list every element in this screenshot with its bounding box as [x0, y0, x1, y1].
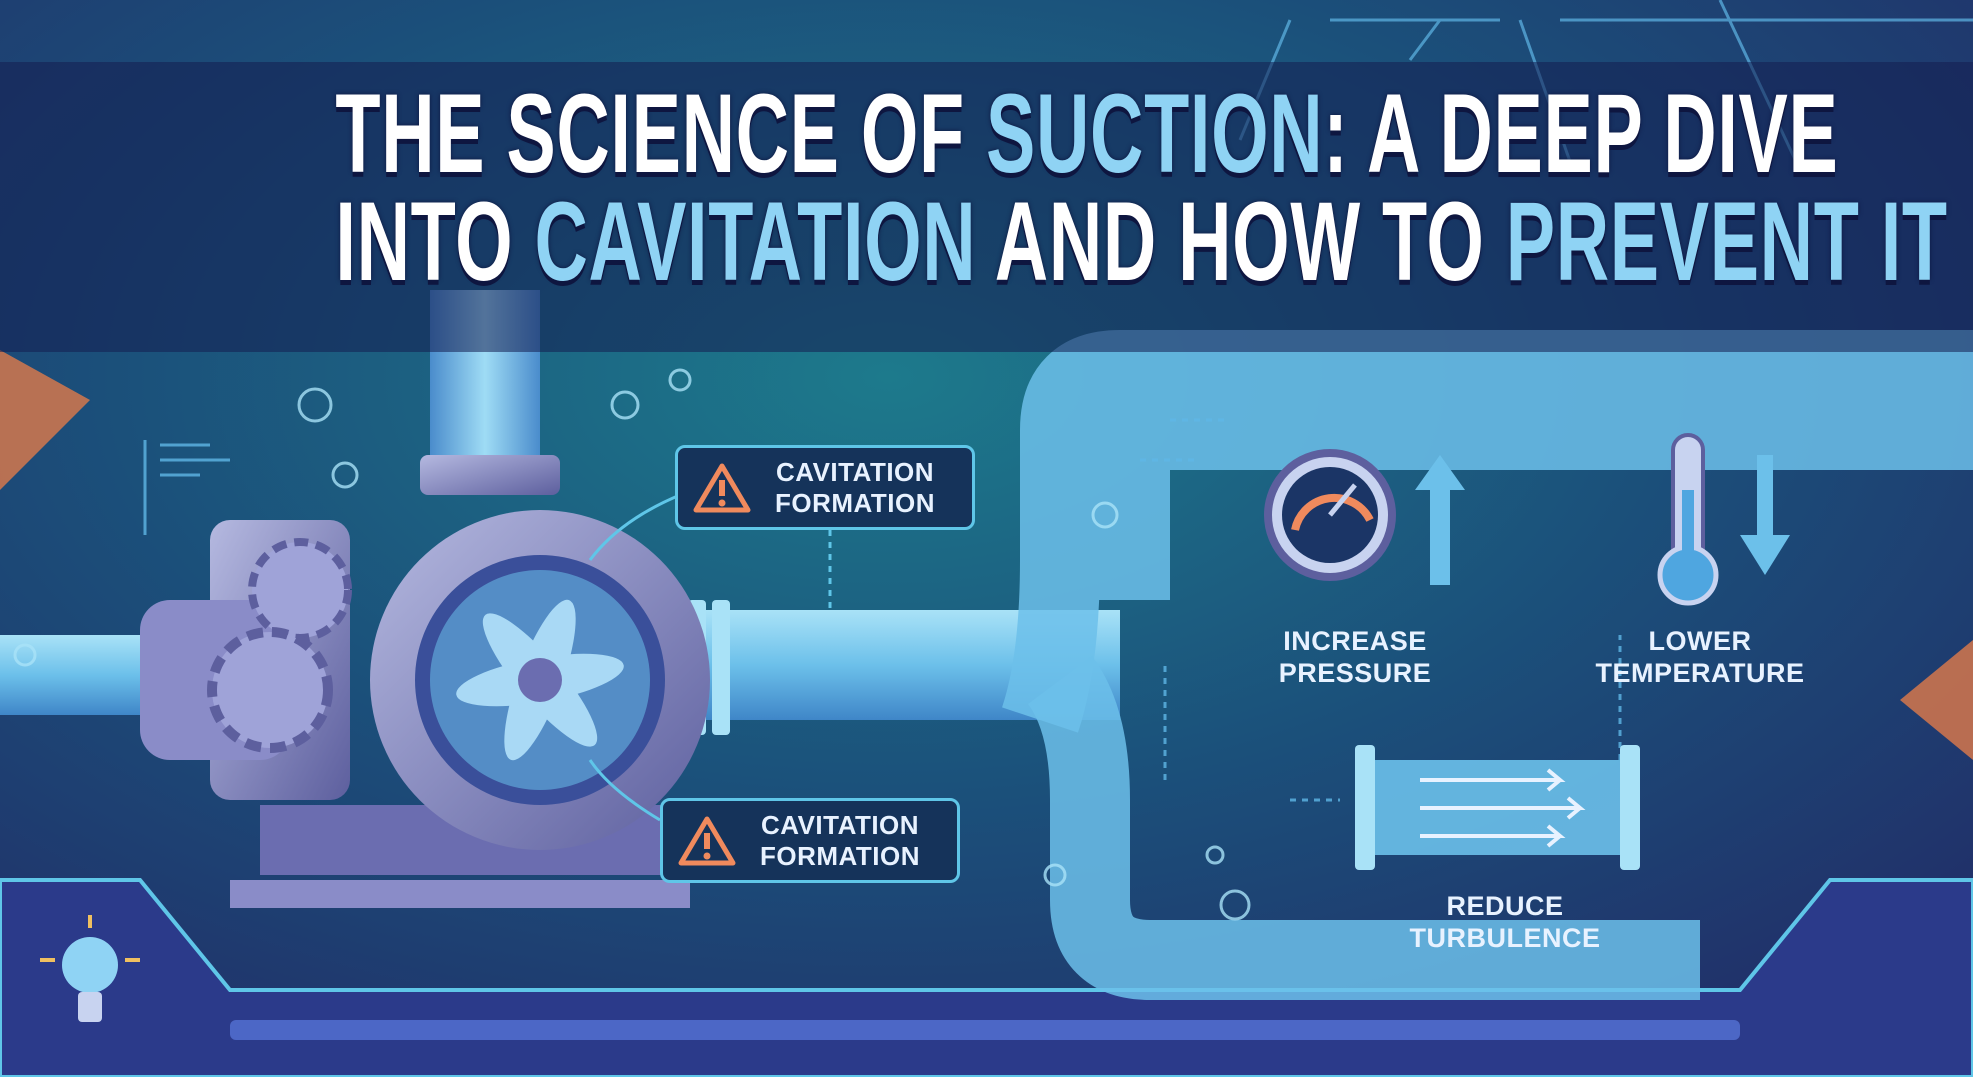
bubbles	[13, 368, 1251, 921]
pump-icon	[140, 455, 710, 908]
title-highlight-suction: SUCTION	[986, 71, 1324, 196]
label-line: REDUCE	[1446, 891, 1564, 921]
thermometer-icon	[1657, 433, 1719, 606]
title-highlight-cavitation: CAVITATION	[534, 179, 977, 304]
label-line: LOWER	[1648, 626, 1752, 656]
flow-pipe-icon	[1355, 745, 1640, 870]
label-line: PRESSURE	[1278, 658, 1432, 688]
title-text: : A DEEP DIVE	[1323, 71, 1839, 196]
label-line: TEMPERATURE	[1595, 658, 1805, 688]
title-text: THE SCIENCE OF	[335, 71, 987, 196]
label-line: INCREASE	[1283, 626, 1427, 656]
warning-triangle-icon	[693, 463, 751, 512]
callout-line: CAVITATION	[775, 456, 935, 487]
arrow-down-icon	[1740, 455, 1790, 575]
title-highlight-prevent: PREVENT IT	[1505, 179, 1948, 304]
callout-line: FORMATION	[760, 840, 920, 871]
label-line: TURBULENCE	[1409, 923, 1601, 953]
callout-line: FORMATION	[775, 487, 935, 518]
title-text: INTO	[335, 179, 535, 304]
lightbulb-icon	[40, 915, 140, 1022]
pressure-gauge-icon	[1264, 449, 1396, 581]
arrow-up-icon	[1415, 455, 1465, 585]
title-band	[0, 62, 1973, 352]
title-text: AND HOW TO	[976, 179, 1506, 304]
title-line-2: INTO CAVITATION AND HOW TO PREVENT IT	[335, 186, 1947, 298]
title-line-1: THE SCIENCE OF SUCTION: A DEEP DIVE	[335, 78, 1837, 190]
page-title: THE SCIENCE OF SUCTION: A DEEP DIVE INTO…	[0, 78, 1973, 298]
callout-line: CAVITATION	[760, 809, 920, 840]
left-accent	[0, 350, 90, 490]
warning-triangle-icon	[678, 816, 736, 865]
